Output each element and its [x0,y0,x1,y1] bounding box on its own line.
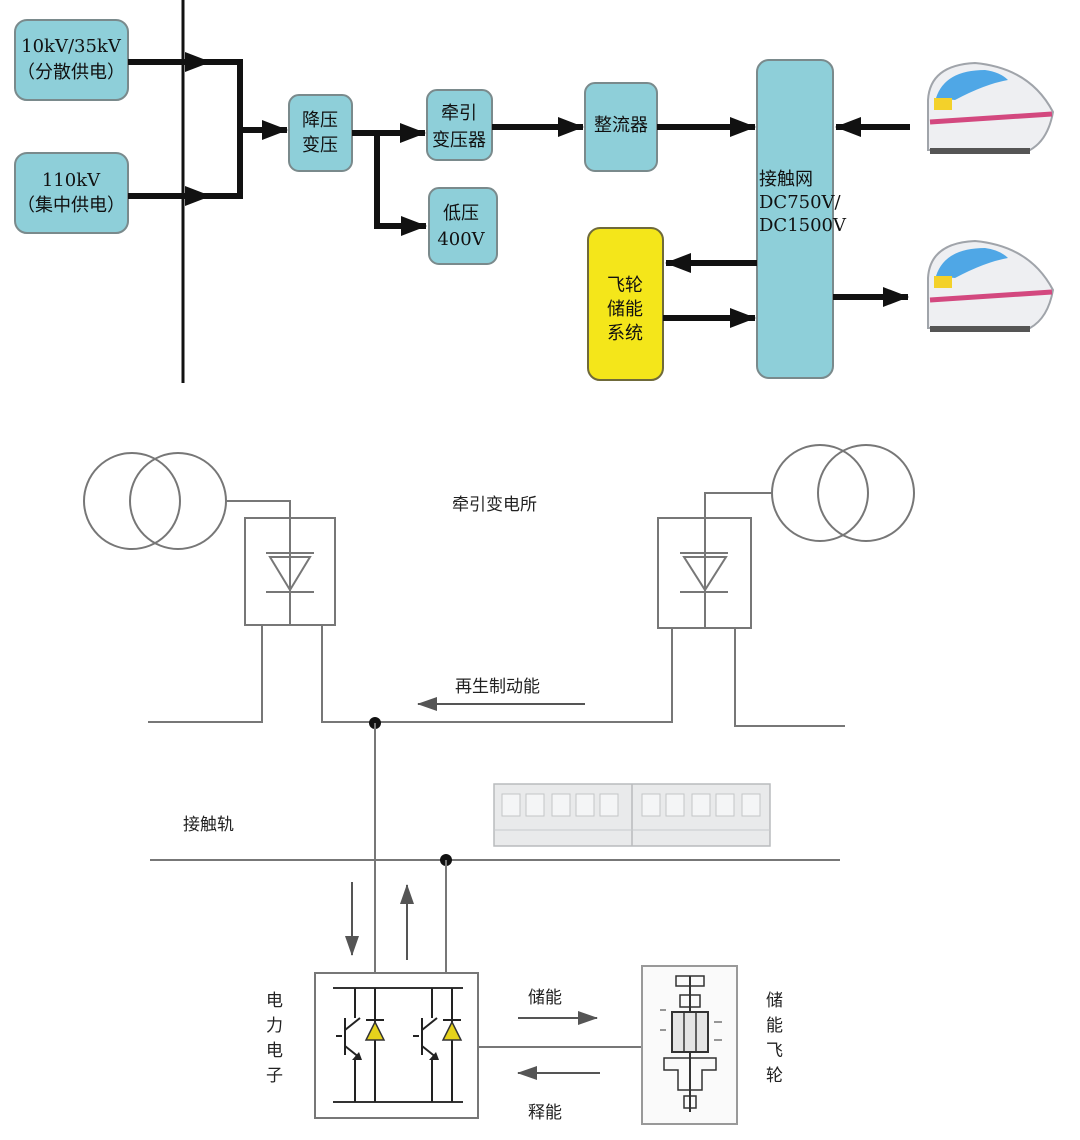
low-voltage-label-2: 400V [437,229,485,250]
transformer-right [771,444,915,542]
wire-dc-bus [321,625,673,723]
train-icon-bottom [927,239,1055,332]
flywheel-device-icon [641,965,738,1125]
flywheel-char-3: 飞 [766,1041,783,1061]
flywheel-sys-label-2: 储能 [607,299,643,320]
source-10kv-label-1: 10kV/35kV [21,36,122,57]
step-down-label-1: 降压 [302,110,338,131]
power-electronics-converter [314,972,479,1119]
regen-label: 再生制动能 [455,677,540,697]
step-down-label-2: 变压 [302,135,338,156]
wire-left-out-a [148,625,263,723]
train-icon-top [927,61,1055,154]
flywheel-char-2: 能 [766,1016,783,1036]
wire-right-tf [704,492,772,540]
arrow-to-low-voltage [374,133,427,236]
rail-label: 接触轨 [183,815,234,835]
release-label: 释能 [528,1103,562,1123]
rectifier-left [244,517,336,626]
rectifier-right [657,517,752,629]
train-car-icon [493,783,771,847]
catenary-box [756,59,834,379]
power-electronics-char-4: 子 [266,1066,283,1086]
flywheel-char-4: 轮 [766,1066,783,1086]
traction-tf-label-2: 变压器 [432,130,486,151]
catenary-label-1: 接触网 [759,169,813,190]
source-10kv-box [14,19,129,101]
source-110kv-box [14,152,129,234]
rectifier-label: 整流器 [594,115,648,136]
wire-right-out-b [734,628,845,727]
power-electronics-char-2: 力 [266,1016,283,1036]
catenary-label-2: DC750V/ [759,192,842,213]
source-110kv-label-2: （集中供电） [17,195,125,216]
step-down-box [288,94,353,172]
traction-tf-label-1: 牵引 [441,103,477,124]
flywheel-system-box [587,227,664,381]
store-label: 储能 [528,988,562,1008]
bus-collector-line [183,59,243,199]
flywheel-sys-label-1: 飞轮 [607,275,643,296]
substation-label: 牵引变电所 [452,495,537,515]
low-voltage-label-1: 低压 [443,203,479,224]
flywheel-char-1: 储 [766,991,783,1011]
catenary-label-3: DC1500V [759,215,847,236]
wire-left-tf [226,500,291,545]
power-electronics-char-1: 电 [266,991,283,1011]
source-110kv-label-1: 110kV [42,170,101,191]
power-electronics-char-3: 电 [266,1041,283,1061]
transformer-left [83,452,227,550]
flywheel-sys-label-3: 系统 [607,323,643,344]
source-10kv-label-2: （分散供电） [17,62,125,83]
low-voltage-box [428,187,498,265]
